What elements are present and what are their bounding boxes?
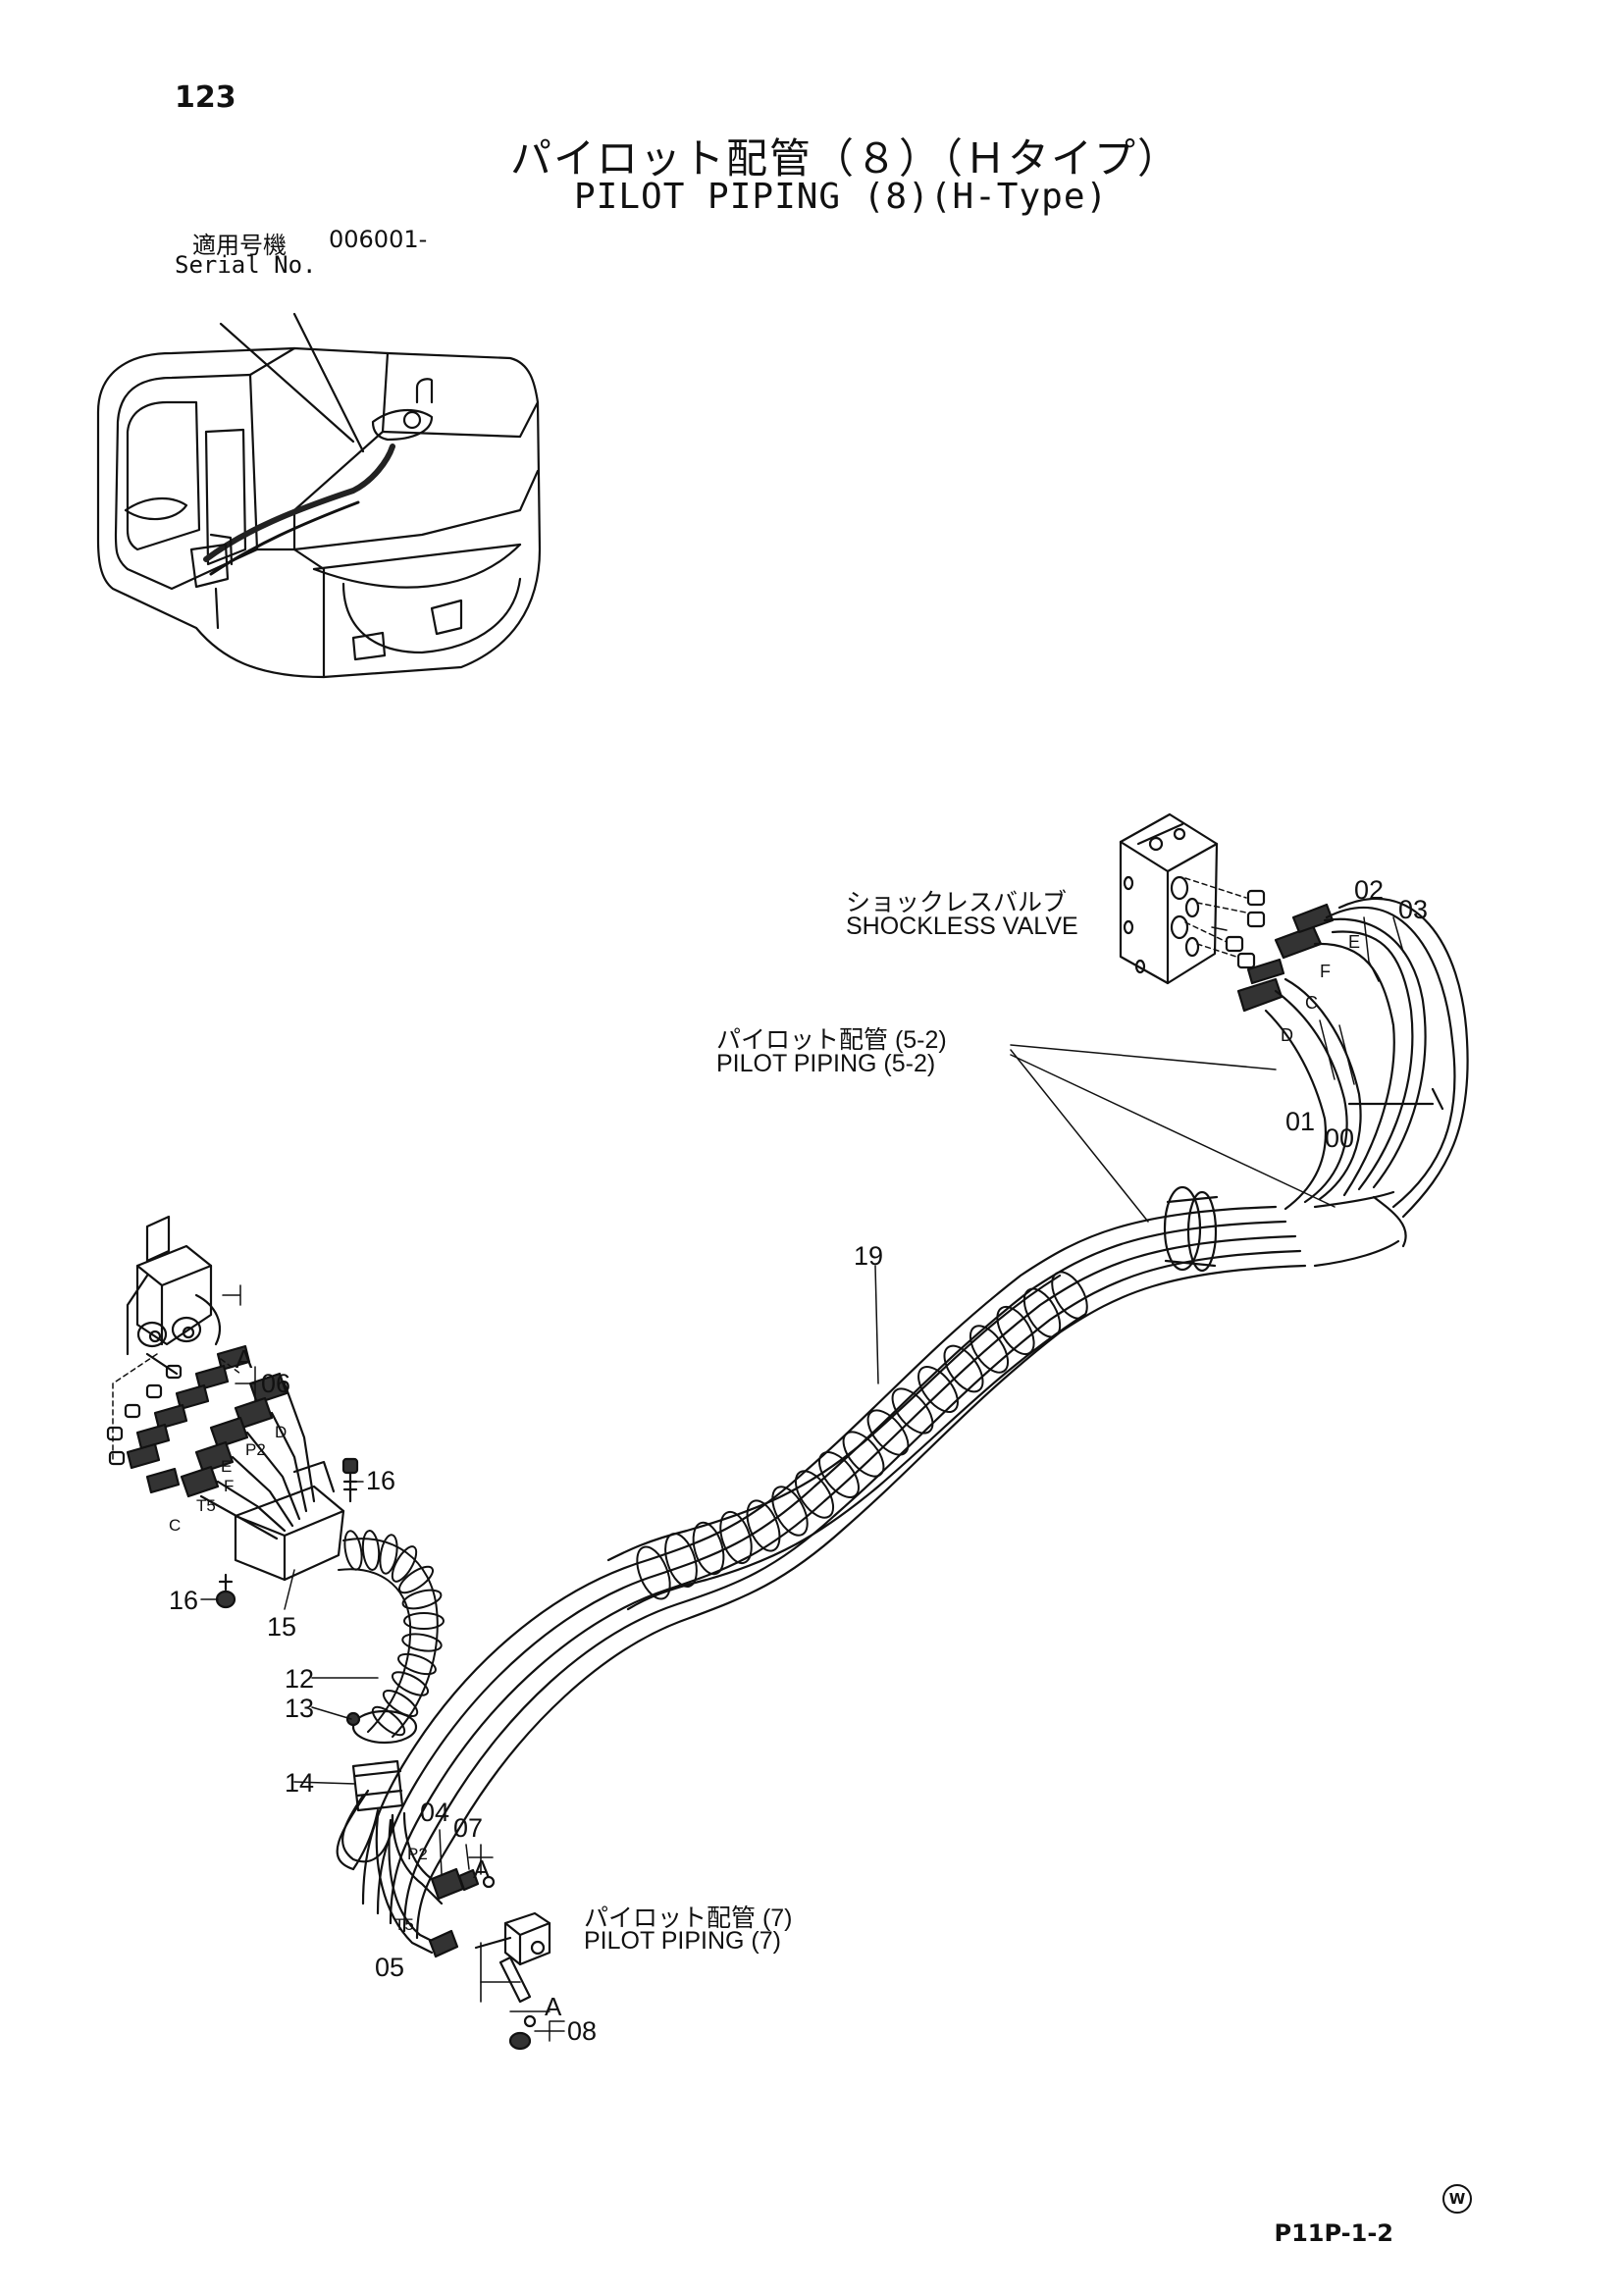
port-letter-e-left: E	[221, 1457, 233, 1476]
clip-13	[345, 1709, 418, 1745]
excavator-overview-sketch	[96, 312, 542, 679]
serial-label-japanese: 適用号機	[192, 232, 287, 259]
part-number-14: 14	[285, 1768, 315, 1798]
bolt-16-right	[341, 1457, 359, 1503]
pilot-piping-52-label-jp: パイロット配管 (5-2)	[716, 1026, 947, 1054]
fitting-t5	[428, 1929, 459, 1958]
watermark-symbol: W	[1442, 2184, 1472, 2214]
port-letter-f-left: F	[224, 1477, 235, 1495]
a-callout-brackets	[468, 1844, 521, 2003]
port-letter-f-right: F	[1320, 962, 1331, 981]
part-number-16-right: 16	[366, 1466, 396, 1495]
fitting-07	[457, 1868, 496, 1892]
part-number-05: 05	[375, 1953, 405, 1982]
bracket-15	[234, 1460, 345, 1582]
pilot-piping-7-label-jp: パイロット配管 (7)	[584, 1905, 793, 1932]
part-number-03: 03	[1398, 895, 1429, 924]
control-valve-left	[126, 1215, 221, 1376]
port-letter-p2-left: P2	[245, 1440, 266, 1459]
shockless-valve-label-en: SHOCKLESS VALVE	[846, 913, 1078, 940]
port-letter-t5-lower: T5	[394, 1915, 414, 1934]
serial-number: 006001-	[329, 226, 428, 253]
part-number-07: 07	[453, 1813, 484, 1843]
title-english: PILOT PIPING (8)(H-Type)	[574, 177, 1109, 217]
port-letter-a-bottom: A	[545, 1992, 562, 2021]
port-letter-c-right: C	[1305, 993, 1318, 1013]
drawing-code: P11P-1-2	[1274, 2219, 1393, 2247]
left-dashed-leaders	[112, 1353, 241, 1463]
part-number-02: 02	[1354, 875, 1385, 905]
port-letter-a-left: A	[236, 1344, 253, 1374]
corrugated-tube-12	[338, 1530, 445, 1738]
part-number-01: 01	[1285, 1107, 1316, 1136]
part-number-15: 15	[267, 1612, 297, 1642]
serial-label-english: Serial No.	[175, 251, 317, 279]
port-letter-e-right: E	[1348, 932, 1361, 952]
part-number-16-left: 16	[169, 1586, 199, 1615]
part-number-12: 12	[285, 1664, 315, 1694]
port-letter-c-left: C	[169, 1516, 182, 1535]
part-number-00: 00	[1325, 1123, 1355, 1153]
bolt-16-left	[215, 1573, 236, 1609]
port-letter-p2-lower: P2	[407, 1845, 428, 1863]
part-number-13: 13	[285, 1694, 315, 1723]
page-number: 123	[175, 80, 236, 115]
port-letter-d-right: D	[1281, 1025, 1293, 1045]
part-number-08: 08	[567, 2016, 598, 2046]
valve-hoses	[1264, 897, 1469, 1248]
part-number-19: 19	[854, 1241, 884, 1271]
bundle-clamp-right	[1163, 1185, 1219, 1273]
port-letter-t5-left: T5	[196, 1496, 216, 1515]
part-number-06: 06	[261, 1369, 291, 1398]
fitting-08	[508, 2014, 537, 2051]
fitting-04	[430, 1867, 465, 1901]
spiral-hose-guard	[606, 1271, 1088, 1611]
port-letter-a-mid: A	[473, 1854, 491, 1884]
title-japanese: パイロット配管（８）（Ｈタイプ）	[510, 134, 1181, 183]
shockless-valve-label-jp: ショックレスバルブ	[846, 889, 1068, 916]
pilot-piping-7-label-en: PILOT PIPING (7)	[584, 1927, 781, 1955]
pilot-piping-52-label-en: PILOT PIPING (5-2)	[716, 1050, 936, 1077]
main-hose-bundle	[361, 1190, 1400, 1940]
valve-fitting-leaders	[1184, 877, 1247, 958]
shockless-valve-block	[1119, 812, 1219, 985]
leader-lines	[200, 916, 1404, 2042]
pilot-valve-7	[474, 1911, 551, 2004]
port-letter-d-left: D	[275, 1423, 288, 1441]
part-number-04: 04	[420, 1798, 450, 1827]
